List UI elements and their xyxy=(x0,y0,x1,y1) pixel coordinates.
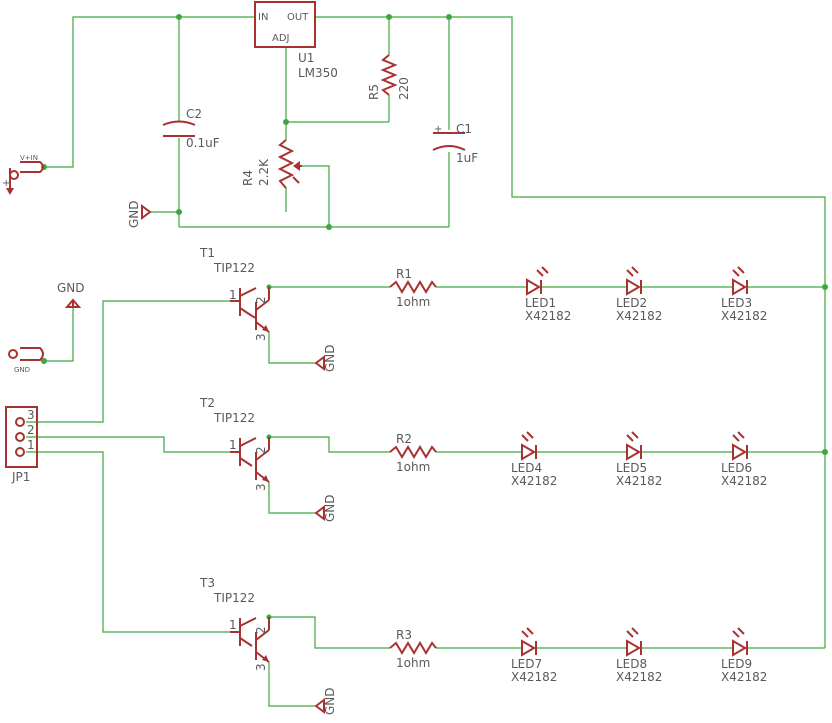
t2-value: TIP122 xyxy=(213,411,255,425)
gnd-jack-symbol-label: GND xyxy=(57,281,85,295)
resistor-r1: R1 1ohm xyxy=(389,267,437,309)
t1-pin-1: 1 xyxy=(229,288,237,302)
led1-value: X42182 xyxy=(525,309,571,323)
r2-ref: R2 xyxy=(396,432,412,446)
t1-pin-2: 2 xyxy=(254,296,268,304)
t3-pin-3: 3 xyxy=(254,663,268,671)
gnd-symbol-t1: GND xyxy=(314,344,337,372)
potentiometer-r4: R4 2.2K xyxy=(241,139,302,189)
gnd-symbol-jack: GND xyxy=(57,281,85,308)
vin-label: V+IN xyxy=(20,154,38,162)
led5-ref: LED5 xyxy=(616,461,647,475)
t1-pin-3: 3 xyxy=(254,333,268,341)
gnd-jack: GND xyxy=(8,347,44,374)
pin-out-label: OUT xyxy=(287,12,309,23)
capacitor-c1: + C1 1uF xyxy=(432,122,478,165)
header-jp1: 3 2 1 JP1 xyxy=(5,406,38,484)
gnd-t1-label: GND xyxy=(323,344,337,372)
led6-value: X42182 xyxy=(721,474,767,488)
gnd-symbol-t3: GND xyxy=(314,687,337,715)
u1-ref: U1 xyxy=(298,51,314,65)
jp1-ref: JP1 xyxy=(11,470,30,484)
vin-symbol: + xyxy=(2,178,10,189)
led5-value: X42182 xyxy=(616,474,662,488)
r4-ref: R4 xyxy=(241,170,255,186)
r1-value: 1ohm xyxy=(396,295,430,309)
jp1-pin-3: 3 xyxy=(27,408,35,422)
capacitor-c2: C2 0.1uF xyxy=(162,107,220,150)
led7-value: X42182 xyxy=(511,670,557,684)
junction-dots xyxy=(41,14,828,620)
vin-jack: V+IN + xyxy=(2,154,44,195)
led3-ref: LED3 xyxy=(721,296,752,310)
led9-value: X42182 xyxy=(721,670,767,684)
t1-value: TIP122 xyxy=(213,261,255,275)
led2-value: X42182 xyxy=(616,309,662,323)
led9-ref: LED9 xyxy=(721,657,752,671)
r5-ref: R5 xyxy=(367,84,381,100)
gnd-symbol-t2: GND xyxy=(314,494,337,522)
t3-pin-2: 2 xyxy=(254,626,268,634)
led-2: LED2 X42182 xyxy=(616,266,662,323)
jp1-pin-2: 2 xyxy=(27,423,35,437)
voltage-regulator-u1: IN OUT ADJ U1 LM350 xyxy=(254,1,338,80)
led7-ref: LED7 xyxy=(511,657,542,671)
gnd-jack-label: GND xyxy=(14,366,30,374)
led-9: LED9 X42182 xyxy=(721,627,767,684)
gnd-t2-label: GND xyxy=(323,494,337,522)
r5-value: 220 xyxy=(397,77,411,100)
transistor-t2: T2 TIP122 1 2 3 xyxy=(199,396,270,491)
led4-ref: LED4 xyxy=(511,461,542,475)
led3-value: X42182 xyxy=(721,309,767,323)
gnd-symbol-supply: GND xyxy=(127,200,152,228)
led-3: LED3 X42182 xyxy=(721,266,767,323)
u1-value: LM350 xyxy=(298,66,338,80)
pin-in-label: IN xyxy=(258,12,268,23)
gnd-t3-label: GND xyxy=(323,687,337,715)
wires xyxy=(26,16,826,707)
led8-ref: LED8 xyxy=(616,657,647,671)
c1-polarity: + xyxy=(434,124,442,135)
c2-ref: C2 xyxy=(186,107,202,121)
led-7: LED7 X42182 xyxy=(511,627,557,684)
t2-pin-3: 3 xyxy=(254,483,268,491)
t1-ref: T1 xyxy=(199,246,215,260)
resistor-r2: R2 1ohm xyxy=(389,432,437,474)
t3-value: TIP122 xyxy=(213,591,255,605)
c1-value: 1uF xyxy=(456,151,478,165)
t3-ref: T3 xyxy=(199,576,215,590)
led-5: LED5 X42182 xyxy=(616,431,662,488)
led1-ref: LED1 xyxy=(525,296,556,310)
t2-pin-2: 2 xyxy=(254,446,268,454)
r4-value: 2.2K xyxy=(257,158,271,186)
pin-adj-label: ADJ xyxy=(272,33,290,44)
t3-pin-1: 1 xyxy=(229,618,237,632)
transistor-t1: T1 TIP122 1 2 3 xyxy=(199,246,270,341)
resistor-r5: R5 220 xyxy=(367,54,411,100)
led4-value: X42182 xyxy=(511,474,557,488)
led2-ref: LED2 xyxy=(616,296,647,310)
led-8: LED8 X42182 xyxy=(616,627,662,684)
r3-value: 1ohm xyxy=(396,656,430,670)
resistor-r3: R3 1ohm xyxy=(389,628,437,670)
r3-ref: R3 xyxy=(396,628,412,642)
r1-ref: R1 xyxy=(396,267,412,281)
t2-pin-1: 1 xyxy=(229,438,237,452)
jp1-pin-1: 1 xyxy=(27,438,35,452)
led-4: LED4 X42182 xyxy=(511,431,557,488)
r2-value: 1ohm xyxy=(396,460,430,474)
led-6: LED6 X42182 xyxy=(721,431,767,488)
led8-value: X42182 xyxy=(616,670,662,684)
channel-2: T2 TIP122 1 2 3 GND R2 1ohm xyxy=(199,396,767,522)
c1-ref: C1 xyxy=(456,122,472,136)
channel-1: T1 TIP122 1 2 3 GND R1 1ohm xyxy=(199,246,767,372)
channel-3: T3 TIP122 1 2 3 GND R3 1ohm xyxy=(199,576,767,715)
transistor-t3: T3 TIP122 1 2 3 xyxy=(199,576,270,671)
led6-ref: LED6 xyxy=(721,461,752,475)
led-1: LED1 X42182 xyxy=(525,266,571,323)
t2-ref: T2 xyxy=(199,396,215,410)
c2-value: 0.1uF xyxy=(186,136,220,150)
gnd-supply-label: GND xyxy=(127,200,141,228)
